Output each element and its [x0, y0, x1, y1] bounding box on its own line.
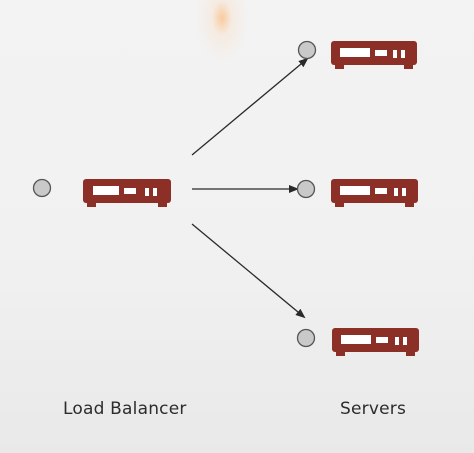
load-balancer-device-icon [83, 179, 171, 207]
client-node-icon [32, 178, 52, 198]
server-2-device-icon [331, 179, 418, 207]
arrow-to-server-3 [191, 223, 306, 319]
server-1-device-icon [331, 41, 417, 69]
load-balancer-label: Load Balancer [63, 399, 187, 419]
servers-label: Servers [340, 399, 407, 419]
server-node-1-icon [297, 40, 317, 60]
server-3-device-icon [332, 328, 419, 356]
server-node-2-icon [296, 179, 316, 199]
arrow-to-server-1 [191, 57, 309, 156]
server-node-3-icon [296, 328, 316, 348]
